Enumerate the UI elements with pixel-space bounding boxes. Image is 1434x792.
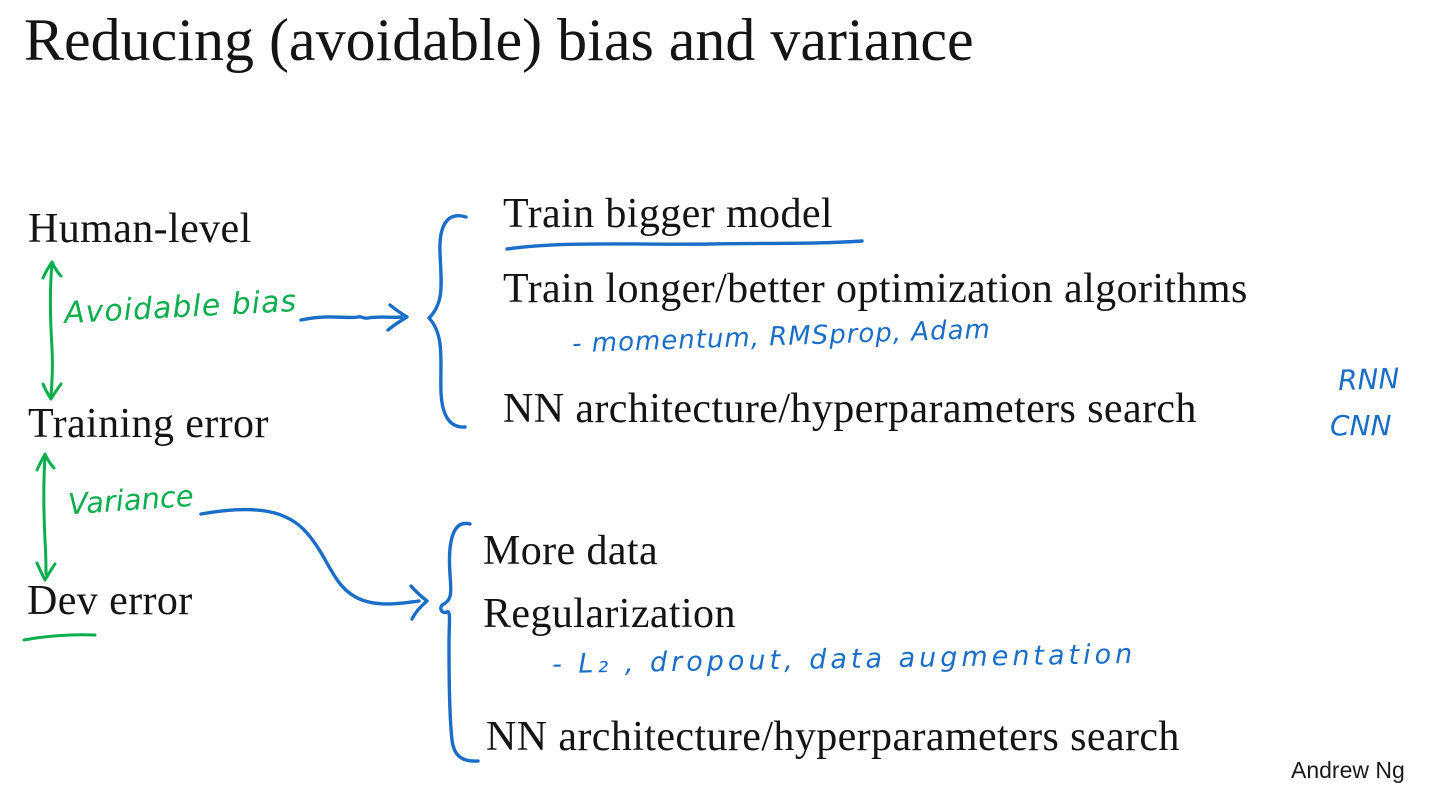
blue-brace-bias-remedies — [427, 214, 468, 429]
green-bias-gap-arrow — [41, 260, 63, 401]
annotation-regularizers: - L₂ , dropout, data augmentation — [551, 638, 1137, 681]
metric-human-level: Human-level — [28, 206, 252, 252]
annotation-variance: Variance — [66, 478, 195, 522]
annotation-avoidable-bias: Avoidable bias — [63, 283, 298, 332]
annotation-rnn: RNN — [1337, 361, 1400, 398]
annotation-optimizers: - momentum, RMSprop, Adam — [571, 314, 992, 360]
bias-remedy-train-longer: Train longer/better optimization algorit… — [503, 266, 1248, 312]
metric-dev-error: Dev error — [27, 578, 193, 624]
author-credit: Andrew Ng — [1291, 757, 1405, 783]
green-variance-gap-arrow — [35, 452, 57, 582]
slide-title: Reducing (avoidable) bias and variance — [24, 7, 974, 73]
bias-remedy-train-bigger-model: Train bigger model — [503, 191, 833, 237]
blue-train-bigger-underline — [505, 239, 864, 251]
annotation-cnn: CNN — [1330, 409, 1392, 442]
green-dev-underline — [22, 633, 97, 642]
blue-brace-variance-remedies — [439, 521, 480, 763]
blue-bias-arrow — [299, 303, 409, 332]
metric-training-error: Training error — [28, 401, 269, 447]
variance-remedy-regularization: Regularization — [483, 591, 736, 637]
variance-remedy-more-data: More data — [483, 528, 659, 574]
variance-remedy-nn-architecture-search: NN architecture/hyperparameters search — [486, 714, 1180, 760]
blue-variance-arrow — [199, 507, 429, 621]
bias-remedy-nn-architecture-search: NN architecture/hyperparameters search — [503, 386, 1197, 432]
